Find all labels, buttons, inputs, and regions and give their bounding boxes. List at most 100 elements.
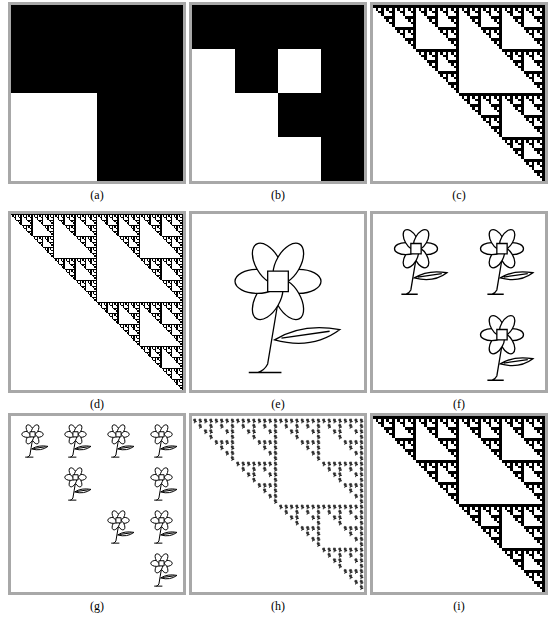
black-cell [96, 272, 97, 273]
black-cell [85, 224, 86, 225]
black-cell [50, 214, 51, 215]
black-cell [486, 115, 489, 118]
black-cell [481, 93, 484, 96]
black-cell [537, 63, 540, 66]
black-cell [85, 265, 86, 266]
black-cell [408, 16, 411, 19]
black-cell [521, 137, 524, 140]
black-cell [27, 231, 28, 232]
black-cell [448, 38, 451, 41]
black-cell [96, 242, 97, 243]
black-cell [89, 228, 90, 229]
black-cell [494, 129, 497, 132]
black-cell [82, 220, 83, 221]
black-cell [542, 134, 545, 137]
black-cell [155, 214, 156, 215]
black-cell [73, 258, 74, 259]
black-cell [63, 264, 64, 265]
black-cell [151, 269, 152, 270]
black-cell [178, 225, 179, 226]
black-cell [160, 266, 161, 267]
black-cell [162, 236, 163, 237]
black-cell [43, 236, 44, 237]
black-cell [139, 228, 140, 229]
black-cell [43, 214, 44, 215]
black-cell [96, 237, 97, 238]
black-cell [454, 88, 457, 91]
black-cell [435, 13, 438, 16]
black-cell [429, 8, 432, 11]
black-cell [182, 269, 183, 270]
black-cell [82, 215, 83, 216]
black-cell [137, 250, 138, 251]
black-cell [90, 239, 91, 240]
black-cell [159, 233, 160, 234]
black-cell [176, 217, 177, 218]
black-cell [540, 104, 543, 107]
black-cell [20, 218, 21, 219]
black-cell [456, 33, 459, 36]
black-cell [411, 22, 414, 25]
black-cell [499, 22, 502, 25]
black-cell [148, 214, 149, 215]
black-cell [540, 55, 543, 58]
black-cell [137, 231, 138, 232]
black-cell [513, 148, 516, 151]
black-cell [116, 228, 117, 229]
black-cell [149, 259, 150, 260]
black-cell [467, 99, 470, 102]
black-cell [137, 220, 138, 221]
black-cell [148, 217, 149, 218]
black-cell [62, 258, 63, 259]
black-cell [483, 27, 486, 30]
black-cell [515, 104, 518, 107]
black-cell [66, 270, 67, 271]
black-cell [39, 221, 40, 222]
black-cell [136, 221, 137, 222]
black-cell [499, 129, 502, 132]
black-cell [179, 269, 180, 270]
black-cell [489, 121, 492, 124]
black-cell [529, 33, 532, 36]
black-cell [139, 236, 140, 237]
black-cell [505, 137, 508, 140]
black-cell [481, 115, 484, 118]
black-cell [34, 215, 35, 216]
black-cell [159, 266, 160, 267]
black-cell [69, 269, 70, 270]
black-cell [529, 137, 532, 140]
black-cell [47, 214, 48, 215]
black-cell [27, 225, 28, 226]
black-cell [174, 237, 175, 238]
black-cell [513, 93, 516, 96]
black-cell [515, 63, 518, 66]
black-cell [127, 244, 128, 245]
black-cell [502, 137, 505, 140]
black-cell [489, 93, 492, 96]
black-cell [127, 220, 128, 221]
black-cell [47, 250, 48, 251]
black-cell [96, 270, 97, 271]
black-cell [532, 121, 535, 124]
black-cell [510, 145, 513, 148]
black-cell [507, 93, 510, 96]
black-cell [155, 225, 156, 226]
black-cell [63, 217, 64, 218]
black-cell [69, 215, 70, 216]
black-cell [74, 222, 75, 223]
black-cell [96, 231, 97, 232]
black-cell [182, 251, 183, 252]
black-cell [110, 217, 111, 218]
black-cell [521, 52, 524, 55]
black-cell [50, 243, 51, 244]
black-cell [127, 236, 128, 237]
black-cell [156, 269, 157, 270]
black-cell [155, 258, 156, 259]
black-cell [499, 121, 502, 124]
black-cell [443, 27, 446, 30]
black-cell [537, 74, 540, 77]
black-cell [147, 259, 148, 260]
black-cell [534, 115, 537, 118]
black-cell [62, 220, 63, 221]
black-cell [526, 96, 529, 99]
